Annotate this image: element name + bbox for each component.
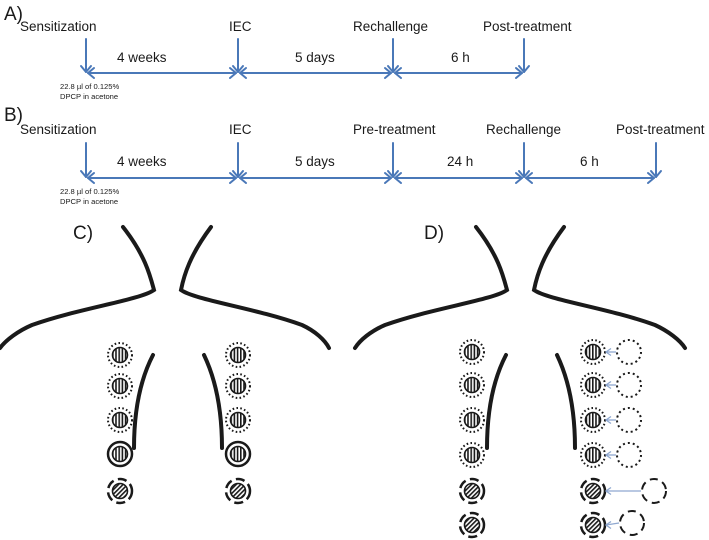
down-arrow-icon (80, 38, 92, 73)
move-arrow-icon (604, 347, 616, 357)
interval-a-2: 5 days (295, 50, 335, 65)
down-arrow-icon (232, 142, 244, 178)
down-arrow-icon (518, 142, 530, 178)
moved-site-icon (616, 339, 642, 365)
down-arrow-icon (518, 38, 530, 73)
test-site-icon (580, 407, 606, 433)
move-arrow-icon (604, 486, 641, 496)
down-arrow-icon (387, 142, 399, 178)
dose-note-line2: DPCP in acetone (60, 92, 118, 101)
moved-site-icon (616, 442, 642, 468)
move-arrow-icon (604, 380, 616, 390)
test-site-icon (106, 477, 134, 505)
interval-a-3: 6 h (451, 50, 470, 65)
moved-site-icon (616, 372, 642, 398)
double-arrow-icon (87, 172, 237, 184)
event-rechallenge: Rechallenge (486, 122, 561, 137)
test-site-icon (106, 440, 134, 468)
test-site-icon (107, 407, 133, 433)
test-site-icon (458, 511, 486, 539)
test-sites-d (458, 339, 607, 539)
event-sensitization: Sensitization (20, 19, 97, 34)
event-post-treatment: Post-treatment (616, 122, 705, 137)
test-sites-c (106, 342, 252, 505)
back-diagram-d: D) (353, 223, 687, 539)
move-arrow-icon (604, 520, 620, 530)
timeline-a: A) Sensitization IEC Rechallenge Post-tr… (4, 4, 572, 101)
test-site-icon (459, 442, 485, 468)
down-arrow-icon (387, 38, 399, 73)
down-arrow-icon (80, 142, 92, 178)
interval-a-1: 4 weeks (117, 50, 167, 65)
event-iec: IEC (229, 19, 252, 34)
test-site-icon (224, 440, 252, 468)
test-site-icon (459, 372, 485, 398)
double-arrow-icon (239, 67, 392, 79)
test-site-icon (580, 372, 606, 398)
down-arrow-icon (650, 142, 662, 178)
moved-site-icon (641, 478, 667, 504)
move-arrow-icon (604, 415, 616, 425)
torso-outline (353, 225, 687, 450)
dose-note-line2: DPCP in acetone (60, 197, 118, 206)
panel-label-b: B) (4, 105, 23, 126)
test-site-icon (225, 342, 251, 368)
test-site-icon (458, 477, 486, 505)
interval-b-4: 6 h (580, 154, 599, 169)
event-sensitization: Sensitization (20, 122, 97, 137)
dose-note-line1: 22.8 µl of 0.125% (60, 82, 120, 91)
event-pre-treatment: Pre-treatment (353, 122, 436, 137)
down-arrow-icon (232, 38, 244, 73)
back-diagram-c: C) (0, 223, 331, 505)
double-arrow-icon (394, 67, 523, 79)
torso-outline (0, 225, 331, 450)
test-site-icon (224, 477, 252, 505)
double-arrow-icon (87, 67, 237, 79)
test-site-icon (459, 339, 485, 365)
moved-site-icon (619, 510, 645, 536)
test-site-icon (580, 442, 606, 468)
double-arrow-icon (394, 172, 523, 184)
test-site-icon (107, 342, 133, 368)
panel-label-a: A) (4, 4, 23, 25)
panel-label-c: C) (73, 223, 93, 244)
test-site-icon (580, 339, 606, 365)
test-site-icon (225, 373, 251, 399)
interval-b-3: 24 h (447, 154, 473, 169)
timeline-b: B) Sensitization IEC Pre-treatment Recha… (4, 105, 705, 206)
interval-b-2: 5 days (295, 154, 335, 169)
move-arrow-icon (604, 450, 616, 460)
test-site-icon (579, 477, 607, 505)
dose-note-line1: 22.8 µl of 0.125% (60, 187, 120, 196)
double-arrow-icon (239, 172, 392, 184)
double-arrow-icon (525, 172, 655, 184)
relocation-arrows (604, 339, 667, 536)
event-post-treatment: Post-treatment (483, 19, 572, 34)
test-site-icon (107, 373, 133, 399)
test-site-icon (579, 511, 607, 539)
moved-site-icon (616, 407, 642, 433)
interval-b-1: 4 weeks (117, 154, 167, 169)
event-rechallenge: Rechallenge (353, 19, 428, 34)
event-iec: IEC (229, 122, 252, 137)
test-site-icon (459, 407, 485, 433)
test-site-icon (225, 407, 251, 433)
panel-label-d: D) (424, 223, 444, 244)
